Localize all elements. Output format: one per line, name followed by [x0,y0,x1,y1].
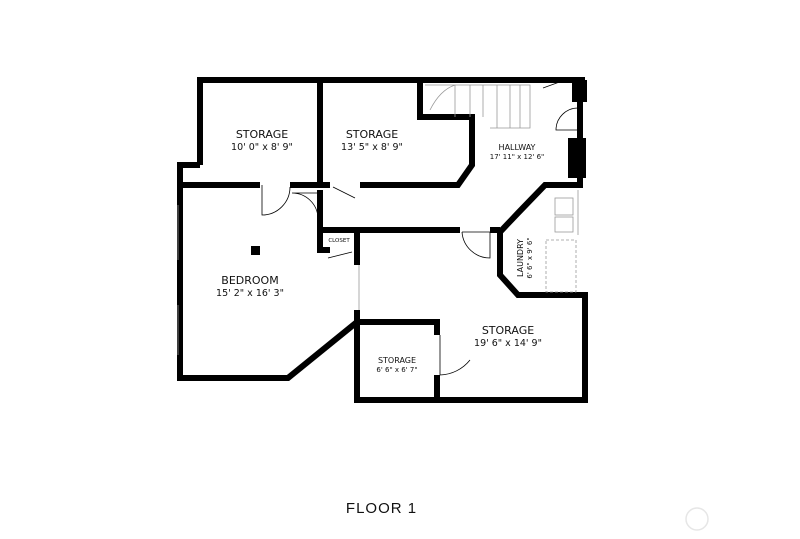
room-dims: 19' 6" x 14' 9" [474,338,542,349]
room-dims: 17' 11" x 12' 6" [490,153,545,161]
room-name: BEDROOM [221,274,278,287]
room-name: CLOSET [328,238,350,244]
room-dims: 15' 2" x 16' 3" [216,288,284,299]
walls [177,77,588,403]
room-dims: 6' 6" x 6' 7" [376,366,417,374]
room-dims: 10' 0" x 8' 9" [231,142,293,153]
watermark-logo-icon [685,507,709,531]
floor-label: FLOOR 1 [345,500,418,517]
room-name: STORAGE [236,128,288,141]
room-name: STORAGE [346,128,398,141]
room-dims: 6' 6" x 9' 6" [526,237,534,278]
room-name: STORAGE [482,324,534,337]
doors-stairs-fixtures [177,79,579,376]
room-dims: 13' 5" x 8' 9" [341,142,403,153]
room-name: HALLWAY [499,143,536,152]
room-name: LAUNDRY [516,239,525,277]
column-icon [251,246,260,255]
room-labels: STORAGE 10' 0" x 8' 9" STORAGE 13' 5" x … [216,128,544,374]
room-name: STORAGE [378,356,416,365]
